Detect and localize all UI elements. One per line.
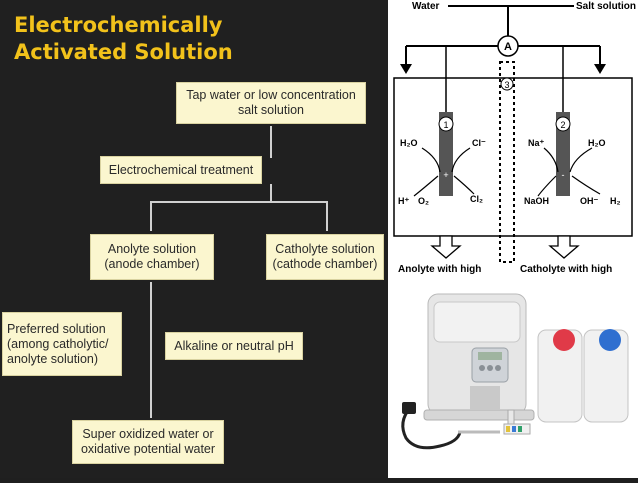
- anode-marker-icon: [438, 116, 454, 132]
- lcd-screen: [478, 352, 502, 360]
- anode-sign: +: [443, 170, 448, 180]
- right-cell-in-arrow-icon: [543, 147, 559, 173]
- power-cord: [401, 407, 462, 450]
- cell-diagram-svg: Water Salt solution A 3 1 +: [393, 1, 636, 275]
- tap-water-line-1: Tap water or low concentration: [186, 88, 356, 102]
- anode-electrode: [439, 112, 453, 196]
- left-o2-label: O₂: [418, 196, 429, 206]
- cathode-sign: -: [562, 170, 565, 180]
- control-button-2-icon: [487, 365, 493, 371]
- title-line-1: Electrochemically: [14, 13, 223, 37]
- catholyte-outlet-arrow-icon: [548, 235, 580, 259]
- right-naoh-label: NaOH: [524, 196, 549, 206]
- treatment-box: Electrochemical treatment: [100, 156, 262, 184]
- super-oxidized-box: Super oxidized water or oxidative potent…: [72, 420, 224, 464]
- right-cell-out-arrow-icon: [537, 175, 557, 197]
- super-oxidized-line-1: Super oxidized water or: [82, 427, 214, 441]
- connector-branch-horizontal: [150, 201, 328, 203]
- power-plug-icon: [402, 402, 416, 414]
- membrane-label: 3: [504, 80, 509, 90]
- machine-base: [423, 409, 535, 421]
- slide-title: Electrochemically Activated Solution: [14, 12, 274, 66]
- tap-water-line-2: salt solution: [237, 103, 304, 117]
- alkaline-box: Alkaline or neutral pH: [165, 332, 303, 360]
- cathode-wire: [518, 45, 564, 112]
- connector-treatment-down: [270, 184, 272, 202]
- anolyte-outlet-arrow-icon: [430, 235, 462, 259]
- right-cell-out-arrow-2-icon: [571, 175, 601, 195]
- machine-top-panel: [433, 301, 521, 343]
- left-h-label: H⁺: [398, 196, 409, 206]
- left-h2o-label: H₂O: [400, 138, 418, 148]
- control-button-icon: [479, 365, 485, 371]
- left-cl-label: Cl⁻: [472, 138, 486, 148]
- left-feed-arrow-icon: [400, 64, 412, 74]
- ammeter-label: A: [504, 41, 512, 53]
- right-cell-in-arrow-2-icon: [569, 147, 593, 173]
- cathode-marker-icon: [555, 116, 571, 132]
- anolyte-line-1: Anolyte solution: [107, 242, 197, 256]
- control-button-3-icon: [495, 365, 501, 371]
- tap-water-box: Tap water or low concentration salt solu…: [176, 82, 366, 124]
- right-oh-label: OH⁻: [580, 196, 599, 206]
- preferred-line-2: (among catholytic/: [7, 336, 109, 351]
- anode-wire: [445, 45, 498, 112]
- connector-to-anolyte: [150, 201, 152, 231]
- left-in-arrow-icon: [421, 147, 441, 173]
- super-oxidized-line-2: oxidative potential water: [80, 442, 216, 456]
- salt-solution-label: Salt solution: [576, 1, 636, 12]
- red-cap-icon: [553, 329, 575, 351]
- water-label: Water: [412, 1, 440, 12]
- cathode-number: 2: [560, 120, 565, 130]
- membrane-icon: [499, 61, 515, 263]
- membrane-marker-icon: [500, 77, 514, 91]
- right-h2-label: H₂: [610, 196, 621, 206]
- anolyte-line-2: (anode chamber): [104, 257, 200, 271]
- test-strip-card: [503, 423, 531, 435]
- anode-number: 1: [443, 120, 448, 130]
- catholyte-line-1: Catholyte solution: [275, 242, 375, 256]
- preferred-line-1: Preferred solution: [7, 321, 106, 336]
- preferred-solution-box: Preferred solution (among catholytic/ an…: [2, 312, 122, 376]
- left-out-arrow-icon: [413, 175, 439, 197]
- right-na-label: Na⁺: [528, 138, 545, 148]
- test-strip-color-3: [518, 426, 522, 432]
- right-feed-arrow-icon: [594, 64, 606, 74]
- test-strip-color-1: [506, 426, 510, 432]
- blue-cap-icon: [599, 329, 621, 351]
- catholyte-line-2: (cathode chamber): [272, 257, 378, 271]
- title-line-2: Activated Solution: [14, 40, 233, 64]
- flowchart: Tap water or low concentration salt solu…: [2, 82, 384, 464]
- right-in-arrow-icon: [451, 147, 471, 173]
- alkaline-label: Alkaline or neutral pH: [174, 338, 294, 353]
- connector-anolyte-down: [150, 282, 152, 418]
- test-strip-color-2: [512, 426, 516, 432]
- anolyte-with-high-label: Anolyte with high: [398, 264, 481, 275]
- preferred-line-3: anolyte solution): [7, 351, 99, 366]
- right-h2o-label: H₂O: [588, 138, 606, 148]
- catholyte-box: Catholyte solution (cathode chamber): [266, 234, 384, 280]
- device-photo-svg: [401, 293, 629, 450]
- left-cl2-label: Cl₂: [470, 194, 483, 204]
- catholyte-with-high-label: Catholyte with high: [520, 264, 612, 275]
- treatment-label: Electrochemical treatment: [108, 162, 254, 177]
- anolyte-box: Anolyte solution (anode chamber): [90, 234, 214, 280]
- electrolysis-cell-diagram: Water Salt solution A 3 1 +: [388, 0, 638, 282]
- left-out-arrow-2-icon: [453, 175, 475, 195]
- device-photo: [388, 282, 638, 478]
- connector-to-catholyte: [326, 201, 328, 231]
- cathode-electrode: [556, 112, 570, 196]
- connector-tap-to-treatment: [270, 126, 272, 158]
- dispenser-bay: [470, 386, 500, 410]
